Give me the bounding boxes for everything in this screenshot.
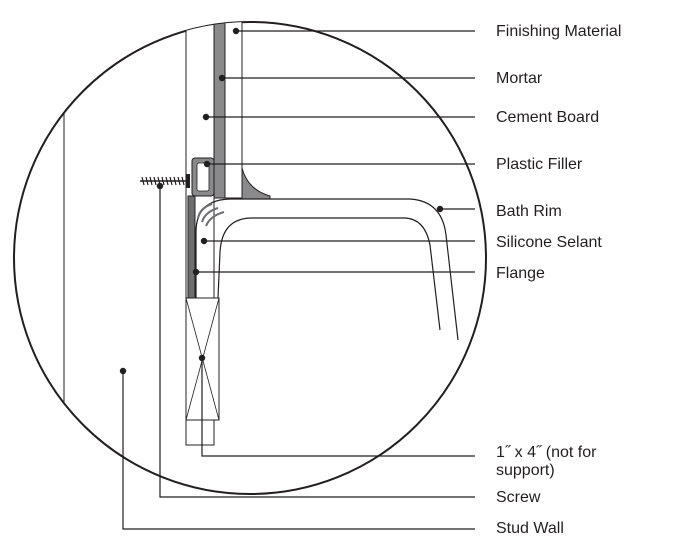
mortar-layer [213,22,226,199]
label-flange: Flange [496,265,545,282]
tub-flange [187,195,196,299]
label-stud-wall: Stud Wall [496,520,564,537]
detail-circle [13,21,487,495]
label-silicone-selant: Silicone Selant [496,234,602,251]
leader-lines [122,30,475,530]
label-screw: Screw [496,489,541,506]
label-bath-rim: Bath Rim [496,203,562,220]
bath-rim-outer [195,198,459,341]
label-cement-board: Cement Board [496,109,600,126]
bath-rim-inner [217,217,441,331]
leader-board [201,358,475,457]
label-mortar: Mortar [496,70,543,87]
leader-dots [119,27,444,375]
label-board-line-1: 1˝ x 4˝ (not for [496,444,597,461]
plastic-filler-inner [196,162,210,192]
screw [140,174,190,188]
leader-screw [159,186,475,498]
label-board-line-2: support) [496,462,555,479]
label-plastic-filler: Plastic Filler [496,156,583,173]
silicone-sealant [197,203,225,227]
label-finishing-material: Finishing Material [496,23,622,40]
finishing-material [224,22,243,199]
leader-stud-wall [122,371,475,530]
